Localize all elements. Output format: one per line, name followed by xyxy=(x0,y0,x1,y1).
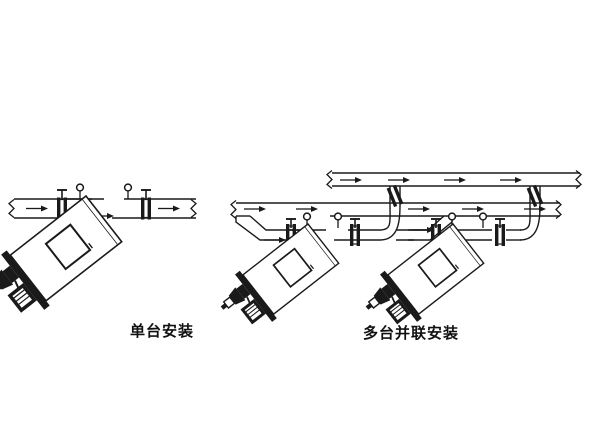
flow-arrow-icon xyxy=(499,176,523,184)
caption-single-installation: 单台安装 xyxy=(130,322,195,340)
flow-arrow-icon xyxy=(25,204,49,213)
riser-pipe-a xyxy=(379,184,404,241)
flow-arrow-icon xyxy=(339,176,363,184)
flow-arrow-icon xyxy=(157,204,181,213)
measuring-unit-b-group xyxy=(354,212,506,342)
flow-arrow-icon xyxy=(407,205,431,213)
flow-arrow-icon xyxy=(243,205,267,213)
measuring-unit-a-group xyxy=(209,212,380,342)
riser-pipe-b xyxy=(506,184,544,241)
break-symbol-icon xyxy=(230,199,237,220)
measuring-unit xyxy=(0,190,127,334)
flow-arrow-icon xyxy=(523,205,547,213)
flow-arrow-icon xyxy=(295,205,319,213)
pressure-gauge-icon xyxy=(123,183,133,200)
flange-riser-b xyxy=(526,184,544,208)
break-symbol-icon xyxy=(326,169,333,190)
outlet-pipe xyxy=(150,198,197,219)
flange-outlet xyxy=(140,196,152,221)
upper-header-pipe xyxy=(326,169,582,190)
flow-arrow-icon xyxy=(461,205,485,213)
break-symbol-icon xyxy=(190,198,197,219)
flow-arrow-icon xyxy=(443,176,467,184)
measuring-unit xyxy=(209,219,343,342)
pressure-gauge-icon xyxy=(478,212,488,229)
pressure-gauge-icon xyxy=(75,183,85,200)
flow-arrow-icon xyxy=(263,236,287,244)
panel-parallel-installation xyxy=(209,169,582,342)
caption-parallel-installation: 多台并联安装 xyxy=(363,324,460,342)
flow-arrow-icon xyxy=(387,176,411,184)
pressure-gauge-icon xyxy=(333,212,343,229)
lower-header-pipe xyxy=(230,199,562,220)
panel-single-installation xyxy=(0,183,197,334)
break-symbol-icon xyxy=(8,198,15,219)
flange-riser-a xyxy=(386,184,404,208)
